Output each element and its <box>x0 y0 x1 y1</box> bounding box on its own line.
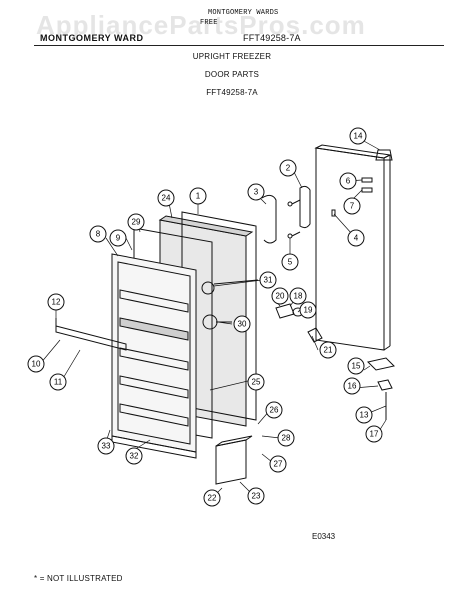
callout-20: 20 <box>271 287 289 305</box>
svg-text:6: 6 <box>346 177 351 186</box>
svg-text:3: 3 <box>254 188 259 197</box>
svg-text:17: 17 <box>370 430 379 439</box>
inner-door-liner <box>111 253 197 453</box>
callout-19: 19 <box>299 301 317 319</box>
svg-text:22: 22 <box>208 494 217 503</box>
title-line2: DOOR PARTS <box>204 70 260 79</box>
part-callouts: 1 2 3 4 5 6 7 8 9 10 11 12 13 14 15 16 1… <box>27 127 383 507</box>
callout-27: 27 <box>269 455 287 473</box>
callout-5: 5 <box>281 253 299 271</box>
svg-text:30: 30 <box>238 320 247 329</box>
svg-text:5: 5 <box>288 258 293 267</box>
svg-text:13: 13 <box>360 411 369 420</box>
model-number: FFT49258-7A <box>243 33 301 43</box>
svg-text:23: 23 <box>252 492 261 501</box>
cap-14 <box>375 149 393 161</box>
callout-21: 21 <box>319 341 337 359</box>
header-stamp-line1: MONTGOMERY WARDS <box>208 9 279 17</box>
svg-text:33: 33 <box>102 442 111 451</box>
callout-1: 1 <box>189 187 207 205</box>
callout-22: 22 <box>203 489 221 507</box>
hinge-21 <box>307 327 323 343</box>
title-line3: FFT49258-7A <box>206 88 258 97</box>
lower-hinge-16 <box>377 379 393 391</box>
callout-12: 12 <box>47 293 65 311</box>
badge-slot-7 <box>361 187 373 193</box>
callout-3: 3 <box>247 183 265 201</box>
svg-text:12: 12 <box>52 298 61 307</box>
svg-text:1: 1 <box>196 192 201 201</box>
hinge-18 <box>275 303 295 319</box>
screw-top <box>287 201 293 207</box>
callout-9: 9 <box>109 229 127 247</box>
svg-text:21: 21 <box>324 346 333 355</box>
header-rule <box>34 45 444 46</box>
svg-text:18: 18 <box>294 292 303 301</box>
door-handle-2 <box>299 185 311 229</box>
callout-6: 6 <box>339 172 357 190</box>
hinge-hole <box>331 209 336 217</box>
callout-31: 31 <box>259 271 277 289</box>
svg-text:11: 11 <box>54 378 63 387</box>
svg-text:14: 14 <box>354 132 363 141</box>
svg-text:15: 15 <box>352 362 361 371</box>
callout-25: 25 <box>247 373 265 391</box>
callout-17: 17 <box>365 425 383 443</box>
title-line1: UPRIGHT FREEZER <box>192 52 272 61</box>
callout-29: 29 <box>127 213 145 231</box>
callout-16: 16 <box>343 377 361 395</box>
callout-26: 26 <box>265 401 283 419</box>
callout-18: 18 <box>289 287 307 305</box>
brand-name: MONTGOMERY WARD <box>40 33 144 43</box>
callout-28: 28 <box>277 429 295 447</box>
svg-text:8: 8 <box>96 230 101 239</box>
callout-23: 23 <box>247 487 265 505</box>
svg-text:20: 20 <box>276 292 285 301</box>
screw-bottom <box>287 233 293 239</box>
svg-text:32: 32 <box>130 452 139 461</box>
svg-text:24: 24 <box>162 194 171 203</box>
svg-text:10: 10 <box>32 360 41 369</box>
callout-14: 14 <box>349 127 367 145</box>
svg-text:31: 31 <box>264 276 273 285</box>
svg-text:16: 16 <box>348 382 357 391</box>
callout-24: 24 <box>157 189 175 207</box>
svg-text:29: 29 <box>132 218 141 227</box>
lower-hinge-15 <box>367 357 395 371</box>
callout-30: 30 <box>233 315 251 333</box>
door-shelves <box>119 289 189 427</box>
svg-text:2: 2 <box>286 164 291 173</box>
svg-text:27: 27 <box>274 460 283 469</box>
svg-text:19: 19 <box>304 306 313 315</box>
callout-10: 10 <box>27 355 45 373</box>
diagram-code: E0343 <box>312 532 336 541</box>
callout-8: 8 <box>89 225 107 243</box>
callout-2: 2 <box>279 159 297 177</box>
callout-7: 7 <box>343 197 361 215</box>
outer-door-panel-edge <box>314 144 392 159</box>
header-stamp-line2: FREE <box>200 19 218 27</box>
svg-text:26: 26 <box>270 406 279 415</box>
callout-11: 11 <box>49 373 67 391</box>
callout-13: 13 <box>355 406 373 424</box>
callout-33: 33 <box>97 437 115 455</box>
svg-text:9: 9 <box>116 234 121 243</box>
cam-31 <box>201 281 215 295</box>
svg-text:28: 28 <box>282 434 291 443</box>
handle-bracket-3 <box>261 194 277 244</box>
callout-32: 32 <box>125 447 143 465</box>
kick-plate-23 <box>215 439 247 485</box>
footnote: * = NOT ILLUSTRATED <box>34 574 123 583</box>
svg-text:25: 25 <box>252 378 261 387</box>
callout-15: 15 <box>347 357 365 375</box>
svg-text:4: 4 <box>354 234 359 243</box>
svg-text:7: 7 <box>350 202 355 211</box>
callout-4: 4 <box>347 229 365 247</box>
badge-slot-6 <box>361 177 373 183</box>
